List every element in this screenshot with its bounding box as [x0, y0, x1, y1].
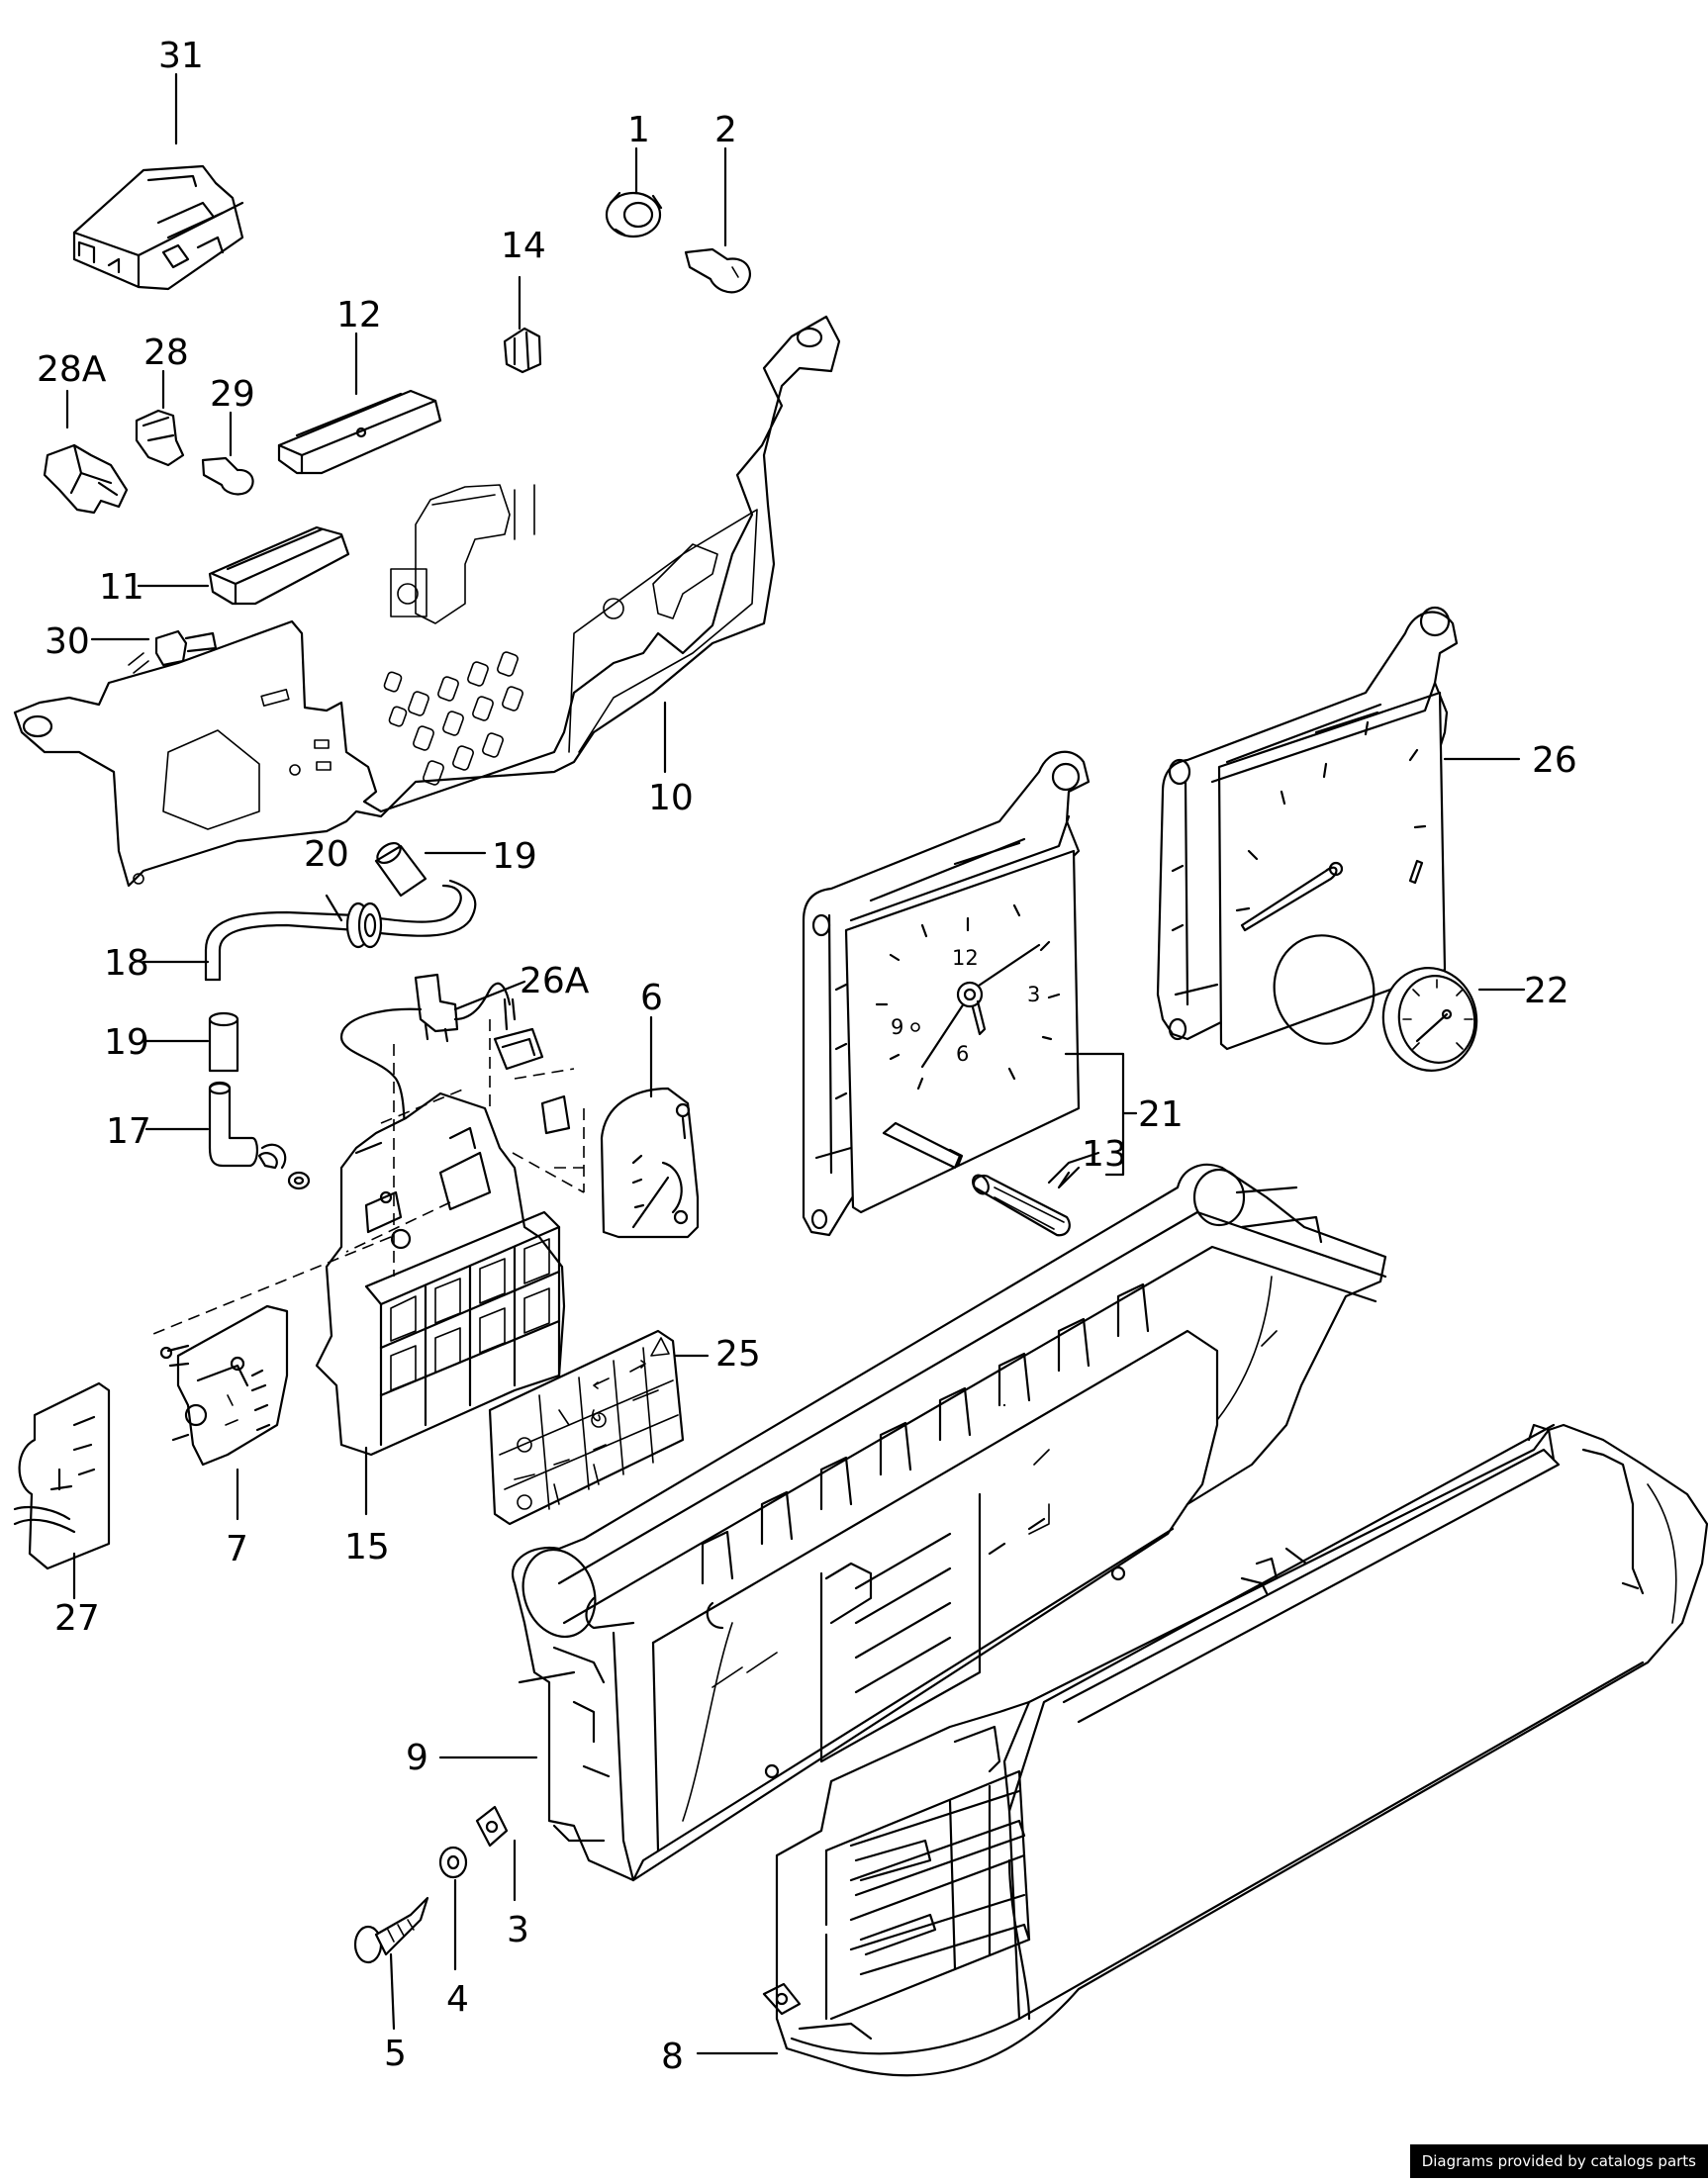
clock-numeral-6: 6 — [956, 1042, 969, 1066]
part-9-instrument-housing — [512, 1163, 1387, 1882]
clock-numeral-9: 9 — [891, 1015, 903, 1039]
callout-8: 8 — [661, 2037, 684, 2077]
callout-6: 6 — [640, 978, 663, 1018]
callout-27: 27 — [54, 1598, 100, 1639]
part-8-inner-ribs — [824, 1769, 1031, 2021]
clock-numeral-12: 12 — [952, 946, 979, 970]
callout-11: 11 — [99, 567, 144, 608]
part-13-shaft — [972, 1174, 1071, 1237]
part-10-printed-circuit — [13, 315, 841, 888]
callout-4: 4 — [446, 1979, 469, 2020]
part-19-hose-connector-upper — [374, 841, 427, 898]
part-15-clips — [493, 1027, 571, 1135]
leader-lines — [65, 72, 1526, 2055]
part-4-washer — [438, 1846, 468, 1879]
part-17-elbow-connector — [208, 1081, 311, 1190]
part-26-speedometer — [1156, 606, 1459, 1051]
callout-9: 9 — [406, 1738, 428, 1778]
part-3-nut — [475, 1805, 509, 1848]
part-26A-wiring-connector — [339, 973, 517, 1150]
callout-2: 2 — [714, 110, 737, 150]
part-27-cover — [13, 1381, 111, 1570]
part-6-fuel-gauge — [600, 1087, 700, 1239]
part-29-bulb — [201, 456, 254, 496]
callout-29: 29 — [210, 374, 255, 415]
callout-19-lower: 19 — [104, 1022, 149, 1063]
callout-13: 13 — [1082, 1134, 1127, 1175]
part-19-hose-connector-lower — [208, 1011, 239, 1073]
callout-10: 10 — [648, 778, 694, 818]
part-25-symbol-insert — [488, 1329, 685, 1526]
clock-numeral-3: 3 — [1027, 983, 1040, 1006]
part-1-bulb-holder — [605, 191, 663, 238]
callout-28A: 28A — [37, 349, 107, 390]
part-5-screw — [353, 1896, 429, 1964]
callout-7: 7 — [226, 1529, 248, 1569]
callout-31: 31 — [158, 36, 204, 76]
callout-5: 5 — [384, 2034, 407, 2074]
clock-dial-ticks — [875, 903, 1061, 1091]
circuit-pads — [383, 651, 523, 786]
part-22-gauge — [1381, 967, 1478, 1072]
part-12-connector-strip — [277, 389, 442, 475]
lamp-grid — [364, 1210, 561, 1447]
callout-14: 14 — [501, 226, 546, 266]
part-31-control-unit — [72, 164, 244, 291]
part-7-switch — [159, 1304, 289, 1467]
attribution-banner: Diagrams provided by catalogs parts — [1409, 2144, 1708, 2178]
callout-17: 17 — [106, 1111, 151, 1152]
callout-3: 3 — [507, 1910, 529, 1950]
callout-30: 30 — [45, 621, 90, 662]
callout-26: 26 — [1532, 740, 1577, 781]
part-30-terminal — [128, 629, 218, 674]
callout-20: 20 — [304, 834, 349, 875]
part-20-grommet — [345, 902, 383, 949]
callout-18: 18 — [104, 943, 149, 984]
part-11-connector-strip — [208, 525, 350, 606]
callout-22: 22 — [1524, 971, 1569, 1011]
callout-19-upper: 19 — [492, 836, 537, 877]
callout-1: 1 — [627, 110, 650, 150]
callout-21: 21 — [1138, 1094, 1184, 1135]
callout-labels: 31 1 2 14 12 28A 28 29 11 30 10 20 19 18… — [37, 36, 1577, 2077]
part-28A-lamp-socket — [43, 443, 129, 515]
callout-12: 12 — [336, 295, 382, 335]
part-18-hose — [204, 879, 477, 982]
part-8-cover — [762, 1423, 1708, 2077]
callout-15: 15 — [344, 1527, 390, 1567]
part-14-clip — [503, 327, 542, 374]
assembly-guide-lines — [147, 1019, 585, 1337]
part-21-clock: 12 3 6 9 — [802, 750, 1091, 1237]
callout-26A: 26A — [520, 961, 590, 1001]
part-2-bulb — [684, 247, 751, 294]
part-28-lamp-socket — [135, 409, 185, 467]
callout-28: 28 — [143, 332, 189, 373]
callout-25: 25 — [715, 1334, 761, 1375]
